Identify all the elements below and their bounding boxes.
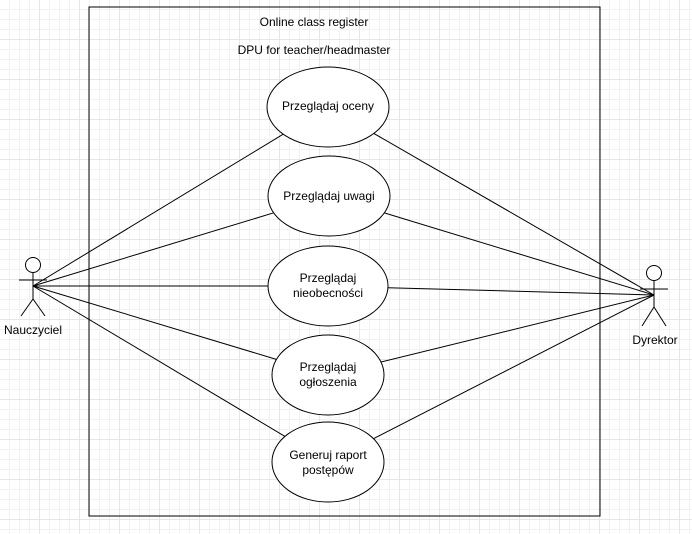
actor-nauczyciel-head [25,257,41,273]
use-case-uc5[interactable] [271,421,385,503]
use-case-label-uc4: Przeglądaj ogłoszenia [299,360,357,389]
use-case-uc1[interactable] [266,66,390,148]
association-lines [32,132,655,440]
use-case-ellipses [266,66,391,503]
association-nauczyciel-uc2[interactable] [32,212,274,287]
use-case-label-uc3: Przeglądaj nieobecności [292,271,364,300]
actor-dyrektor-left-leg [641,306,655,327]
actor-nauczyciel-figure[interactable] [19,257,47,317]
system-boundary[interactable] [88,6,601,517]
diagram-title: Online class register [259,15,369,29]
association-dyrektor-uc4[interactable] [380,294,655,363]
association-dyrektor-uc5[interactable] [373,294,655,440]
actor-nauczyciel-label: Nauczyciel [3,323,63,337]
use-case-uc4[interactable] [271,334,385,416]
use-case-label-uc2: Przeglądaj uwagi [283,189,375,203]
actor-nauczyciel-right-leg [32,298,46,317]
actor-dyrektor-right-leg [653,306,667,327]
use-case-uc2[interactable] [267,155,391,237]
association-dyrektor-uc3[interactable] [387,287,655,296]
association-dyrektor-uc2[interactable] [384,212,655,296]
use-case-label-uc1: Przeglądaj oceny [281,99,375,113]
association-dyrektor-uc1[interactable] [373,132,655,296]
association-nauczyciel-uc1[interactable] [32,133,284,287]
actor-dyrektor-label: Dyrektor [632,333,678,347]
association-nauczyciel-uc4[interactable] [32,285,277,360]
use-case-uc3[interactable] [267,245,389,327]
diagram-subtitle: DPU for teacher/headmaster [237,43,391,57]
use-case-label-uc5: Generuj raport postępów [289,448,367,477]
actor-nauczyciel-left-leg [20,298,34,317]
association-nauczyciel-uc5[interactable] [32,285,286,437]
actor-dyrektor-head [646,265,662,281]
actor-dyrektor-figure[interactable] [640,265,668,327]
